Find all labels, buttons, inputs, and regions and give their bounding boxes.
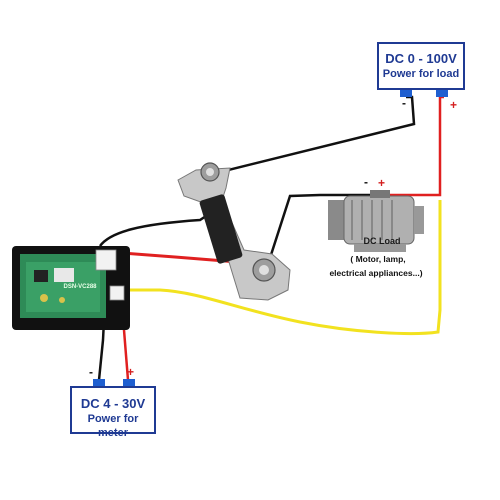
meter-positive-terminal: [123, 379, 135, 386]
load-supply-title: DC 0 - 100V: [385, 51, 457, 66]
load-negative-label: -: [402, 96, 406, 110]
wire-load-positive: [386, 95, 444, 197]
meter-model-label: DSN-VC288: [63, 284, 97, 290]
meter-negative-label: -: [89, 365, 93, 379]
meter-positive-label: +: [127, 365, 135, 379]
load-positive-label: +: [450, 98, 458, 112]
wire-voltage-sense: [118, 200, 442, 336]
load-motor-positive-label: +: [378, 176, 386, 190]
wire-motor-negative: [268, 193, 372, 259]
load-power-supply-box: DC 0 - 100V Power for load: [377, 42, 465, 90]
wire-meter-current-black: [98, 210, 213, 247]
dc-motor: [328, 190, 424, 252]
dc-load-description-line1: ( Motor, lamp,: [350, 254, 406, 264]
meter-module: [12, 246, 130, 330]
dc-load-description-line2: electrical appliances...): [329, 268, 423, 278]
wire-load-negative: [208, 95, 416, 181]
meter-supply-subtitle: Power for meter: [87, 413, 139, 439]
meter-supply-title: DC 4 - 30V: [80, 396, 146, 411]
load-supply-subtitle: Power for load: [382, 68, 460, 80]
load-motor-negative-label: -: [364, 175, 368, 189]
meter-negative-terminal: [93, 379, 105, 386]
load-positive-terminal: [436, 90, 448, 97]
shunt-resistor: [177, 162, 291, 301]
meter-power-supply-box: DC 4 - 30V Power for meter: [70, 386, 156, 439]
load-negative-terminal: [400, 90, 412, 97]
dc-load-title: DC Load: [363, 236, 401, 246]
